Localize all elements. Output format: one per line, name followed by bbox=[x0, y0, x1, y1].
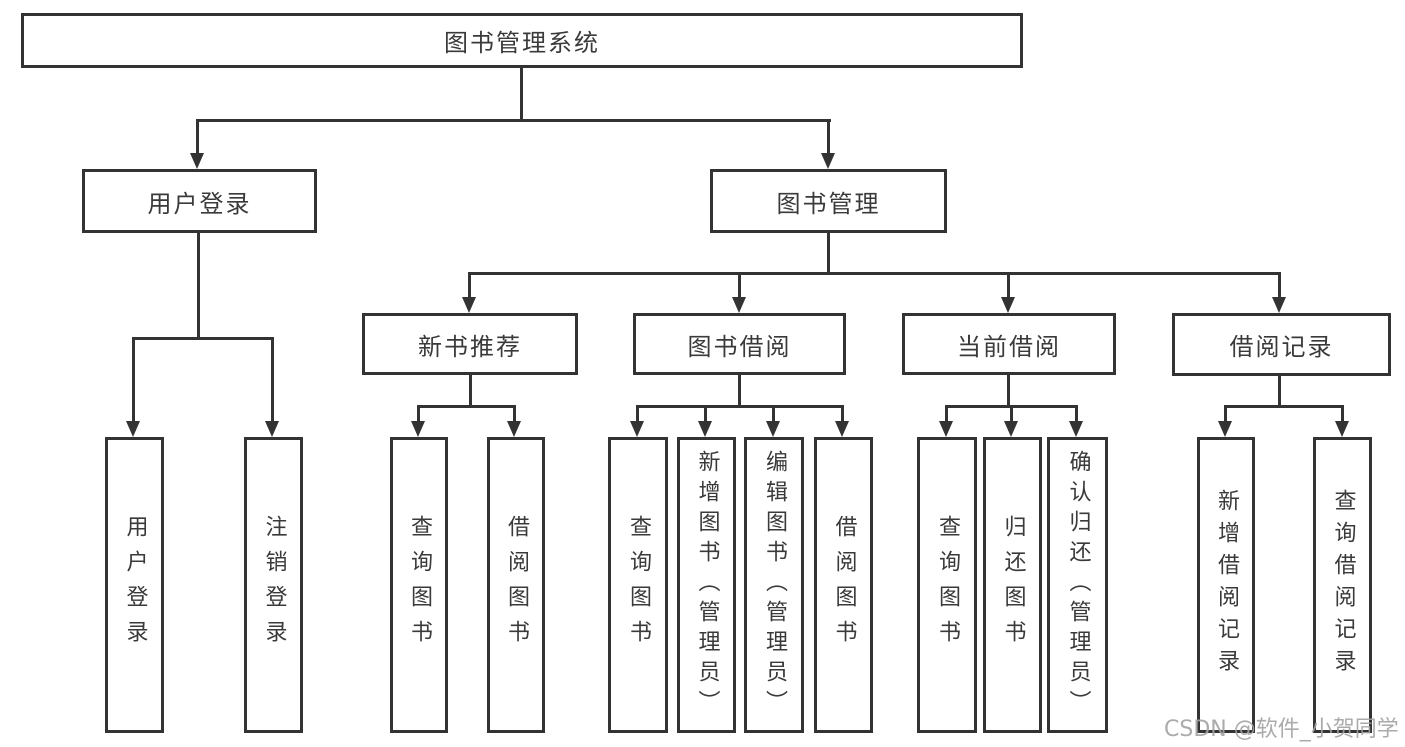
leaf-add-books-admin: 新增图书（管理员） bbox=[677, 437, 736, 733]
arrowhead-logout-leaf bbox=[265, 421, 279, 437]
connector-drop-leaf bbox=[704, 405, 707, 423]
leaf-label: 编辑图书（管理员） bbox=[762, 450, 787, 720]
leaf-query-borrow-record: 查询借阅记录 bbox=[1313, 437, 1372, 733]
leaf-label: 新增图书（管理员） bbox=[694, 450, 720, 720]
node-label: 借阅记录 bbox=[1229, 333, 1334, 361]
leaf-label: 注销登录 bbox=[261, 515, 287, 655]
arrowhead-leaf bbox=[698, 421, 712, 437]
leaf-label: 借阅图书 bbox=[504, 515, 529, 655]
leaf-confirm-return-admin: 确认归还（管理员） bbox=[1047, 437, 1108, 733]
arrowhead-book-borrowing bbox=[732, 297, 746, 313]
connector-drop-book-borrowing bbox=[738, 272, 741, 299]
arrowhead-user-login bbox=[190, 153, 204, 169]
connector-drop-leaf bbox=[1341, 405, 1344, 423]
connector-drop-user-login-leaf bbox=[132, 337, 135, 422]
node-label: 图书管理 bbox=[776, 189, 881, 218]
arrowhead-leaf bbox=[939, 421, 953, 437]
connector-drop-new-book-recommend bbox=[468, 272, 471, 299]
connector-drop-leaf bbox=[1075, 405, 1078, 423]
connector-level3-branch bbox=[468, 272, 1281, 275]
leaf-borrow-books-recommend: 借阅图书 bbox=[487, 437, 545, 733]
node-current-borrowing: 当前借阅 bbox=[902, 313, 1116, 375]
connector-new-book-recommend-stem bbox=[469, 375, 472, 408]
arrowhead-leaf bbox=[766, 421, 780, 437]
arrowhead-user-login-leaf bbox=[126, 421, 140, 437]
leaf-query-books-recommend: 查询图书 bbox=[390, 437, 448, 733]
arrowhead-leaf bbox=[411, 421, 425, 437]
leaf-query-books-current: 查询图书 bbox=[917, 437, 977, 733]
connector-drop-leaf bbox=[841, 405, 844, 423]
node-library-management-system: 图书管理系统 bbox=[21, 13, 1023, 68]
connector-drop-current-borrowing bbox=[1007, 272, 1010, 299]
connector-drop-book-management bbox=[827, 119, 830, 155]
leaf-label: 查询图书 bbox=[626, 515, 651, 655]
arrowhead-leaf bbox=[1004, 421, 1018, 437]
leaf-borrow-books-borrowing: 借阅图书 bbox=[814, 437, 873, 733]
leaf-label: 查询借阅记录 bbox=[1330, 489, 1356, 681]
node-label: 新书推荐 bbox=[418, 332, 522, 361]
arrowhead-leaf bbox=[630, 421, 644, 437]
connector-current-borrowing-stem bbox=[1007, 375, 1010, 408]
connector-drop-leaf bbox=[513, 405, 516, 423]
node-label: 图书借阅 bbox=[687, 332, 792, 361]
arrowhead-new-book-recommend bbox=[462, 297, 476, 313]
node-new-book-recommend: 新书推荐 bbox=[362, 313, 578, 375]
connector-user-login-branch bbox=[133, 337, 274, 340]
leaf-edit-books-admin: 编辑图书（管理员） bbox=[744, 437, 804, 733]
connector-borrowing-records-stem bbox=[1278, 375, 1281, 408]
connector-book-management-stem bbox=[827, 233, 830, 275]
node-label: 图书管理系统 bbox=[444, 29, 600, 57]
node-user-login: 用户登录 bbox=[82, 169, 317, 233]
connector-borrowing-records-branch bbox=[1225, 405, 1344, 408]
leaf-add-borrow-record: 新增借阅记录 bbox=[1197, 437, 1255, 733]
leaf-label: 用户登录 bbox=[122, 515, 148, 655]
connector-level2-branch bbox=[197, 119, 831, 122]
arrowhead-leaf bbox=[835, 421, 849, 437]
node-label: 用户登录 bbox=[147, 189, 252, 218]
connector-drop-user-login bbox=[196, 119, 199, 155]
arrowhead-book-management bbox=[821, 153, 835, 169]
csdn-watermark: CSDN @软件_小贺同学 bbox=[1164, 717, 1399, 742]
leaf-user-login: 用户登录 bbox=[105, 437, 164, 733]
connector-drop-leaf bbox=[417, 405, 420, 423]
connector-root-stem bbox=[520, 68, 523, 122]
leaf-label: 确认归还（管理员） bbox=[1065, 450, 1091, 720]
connector-drop-leaf bbox=[772, 405, 775, 423]
connector-book-borrowing-branch bbox=[637, 405, 844, 408]
leaf-logout: 注销登录 bbox=[244, 437, 303, 733]
leaf-label: 查询图书 bbox=[407, 515, 432, 655]
connector-drop-logout-leaf bbox=[271, 337, 274, 422]
arrowhead-leaf bbox=[1335, 421, 1349, 437]
leaf-query-books-borrowing: 查询图书 bbox=[608, 437, 668, 733]
leaf-label: 新增借阅记录 bbox=[1214, 489, 1239, 681]
connector-book-borrowing-stem bbox=[738, 375, 741, 408]
leaf-label: 归还图书 bbox=[1000, 515, 1026, 655]
node-borrowing-records: 借阅记录 bbox=[1172, 313, 1391, 376]
connector-drop-leaf bbox=[1010, 405, 1013, 423]
leaf-return-books: 归还图书 bbox=[983, 437, 1042, 733]
connector-new-book-recommend-branch bbox=[418, 405, 516, 408]
leaf-label: 借阅图书 bbox=[831, 515, 857, 655]
connector-user-login-stem bbox=[197, 233, 200, 340]
connector-drop-borrowing-records bbox=[1278, 272, 1281, 299]
leaf-label: 查询图书 bbox=[935, 515, 960, 655]
arrowhead-current-borrowing bbox=[1001, 297, 1015, 313]
node-label: 当前借阅 bbox=[957, 332, 1061, 361]
node-book-borrowing: 图书借阅 bbox=[633, 313, 846, 375]
arrowhead-leaf bbox=[507, 421, 521, 437]
arrowhead-leaf bbox=[1218, 421, 1232, 437]
connector-drop-leaf bbox=[1224, 405, 1227, 423]
arrowhead-leaf bbox=[1069, 421, 1083, 437]
arrowhead-borrowing-records bbox=[1272, 297, 1286, 313]
connector-drop-leaf bbox=[636, 405, 639, 423]
connector-drop-leaf bbox=[945, 405, 948, 423]
node-book-management: 图书管理 bbox=[710, 169, 947, 233]
